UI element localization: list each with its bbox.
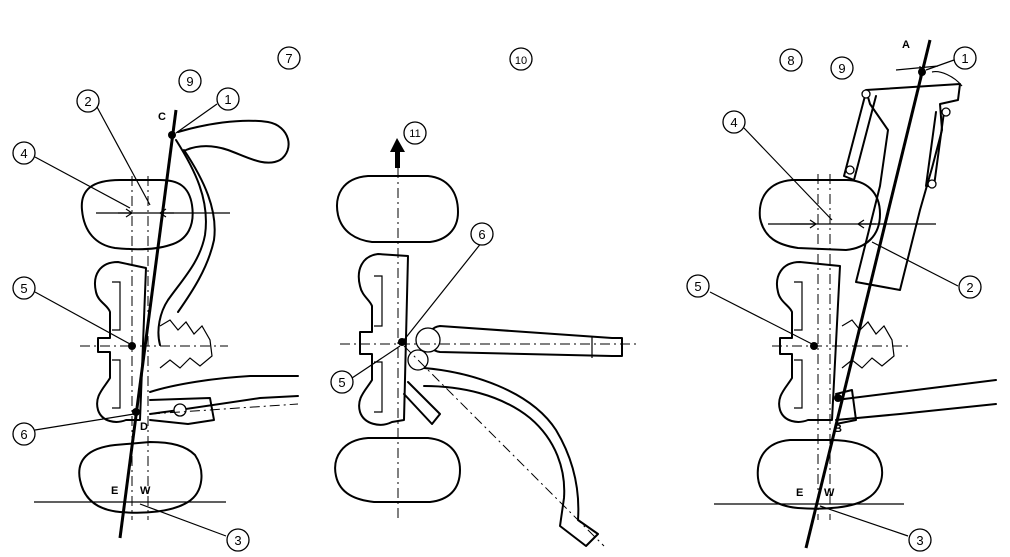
svg-text:5: 5	[694, 279, 701, 294]
marker-3-right: 3	[908, 528, 932, 552]
svg-text:7: 7	[285, 51, 292, 66]
marker-1-right: 1	[953, 46, 977, 70]
right-strut-tool	[855, 83, 961, 291]
right-tire-lower	[756, 439, 884, 510]
left-hub	[94, 261, 147, 423]
label-d-left: D	[140, 421, 148, 433]
marker-5-right: 5	[686, 274, 710, 298]
marker-9-left: 9	[178, 69, 202, 93]
middle-panel	[334, 138, 640, 547]
right-cv-boot	[841, 319, 895, 369]
marker-11-middle: 11	[403, 121, 427, 145]
marker-2-left: 2	[76, 89, 100, 113]
left-upper-arm	[177, 119, 290, 164]
marker-7-top-left: 7	[277, 46, 301, 70]
svg-text:5: 5	[338, 375, 345, 390]
svg-text:6: 6	[478, 227, 485, 242]
label-e-left: E	[111, 485, 118, 497]
svg-text:5: 5	[20, 281, 27, 296]
marker-8-right: 8	[779, 48, 803, 72]
svg-text:3: 3	[916, 533, 923, 548]
left-lower-arm	[149, 375, 299, 415]
right-hub	[776, 261, 841, 423]
svg-text:3: 3	[234, 533, 241, 548]
marker-5-middle: 5	[330, 370, 354, 394]
right-lower-arm	[835, 379, 997, 421]
left-cv-boot	[159, 319, 213, 369]
svg-text:9: 9	[186, 74, 193, 89]
marker-9-right: 9	[830, 56, 854, 80]
marker-6-middle: 6	[470, 222, 494, 246]
label-b-right: B	[834, 423, 842, 435]
marker-1-left: 1	[216, 87, 240, 111]
right-panel	[709, 39, 997, 549]
middle-tire-lower	[334, 437, 461, 503]
marker-4-right: 4	[722, 110, 746, 134]
marker-10-middle: 10	[509, 47, 533, 71]
middle-lower-tool	[423, 367, 599, 547]
svg-text:8: 8	[787, 53, 794, 68]
svg-text:2: 2	[84, 94, 91, 109]
svg-text:11: 11	[409, 128, 420, 140]
svg-text:2: 2	[966, 280, 973, 295]
svg-text:10: 10	[515, 55, 527, 67]
left-panel	[34, 103, 299, 539]
marker-3-left: 3	[226, 528, 250, 552]
label-e-right: E	[796, 487, 803, 499]
svg-text:4: 4	[730, 115, 737, 130]
left-knuckle-arm	[157, 139, 207, 346]
right-tire-upper	[758, 179, 881, 251]
svg-text:1: 1	[224, 92, 231, 107]
label-w-left: W	[140, 485, 151, 497]
middle-upper-tool	[427, 325, 623, 357]
marker-5-left: 5	[12, 276, 36, 300]
left-tire-lower	[78, 441, 203, 514]
marker-4-left: 4	[12, 141, 36, 165]
marker-6-left: 6	[12, 422, 36, 446]
label-w-right: W	[824, 487, 835, 499]
label-c: C	[158, 111, 166, 123]
svg-text:9: 9	[838, 61, 845, 76]
lift-arrow-icon	[390, 138, 405, 168]
svg-text:6: 6	[20, 427, 27, 442]
right-kingpin-axis	[804, 39, 932, 549]
middle-hub	[357, 253, 409, 426]
left-kingpin-axis	[118, 109, 178, 539]
middle-tire-upper	[336, 175, 459, 243]
label-a: A	[902, 39, 910, 51]
marker-2-right: 2	[958, 275, 982, 299]
svg-text:1: 1	[961, 51, 968, 66]
left-tire-upper	[80, 179, 194, 251]
svg-text:4: 4	[20, 146, 27, 161]
